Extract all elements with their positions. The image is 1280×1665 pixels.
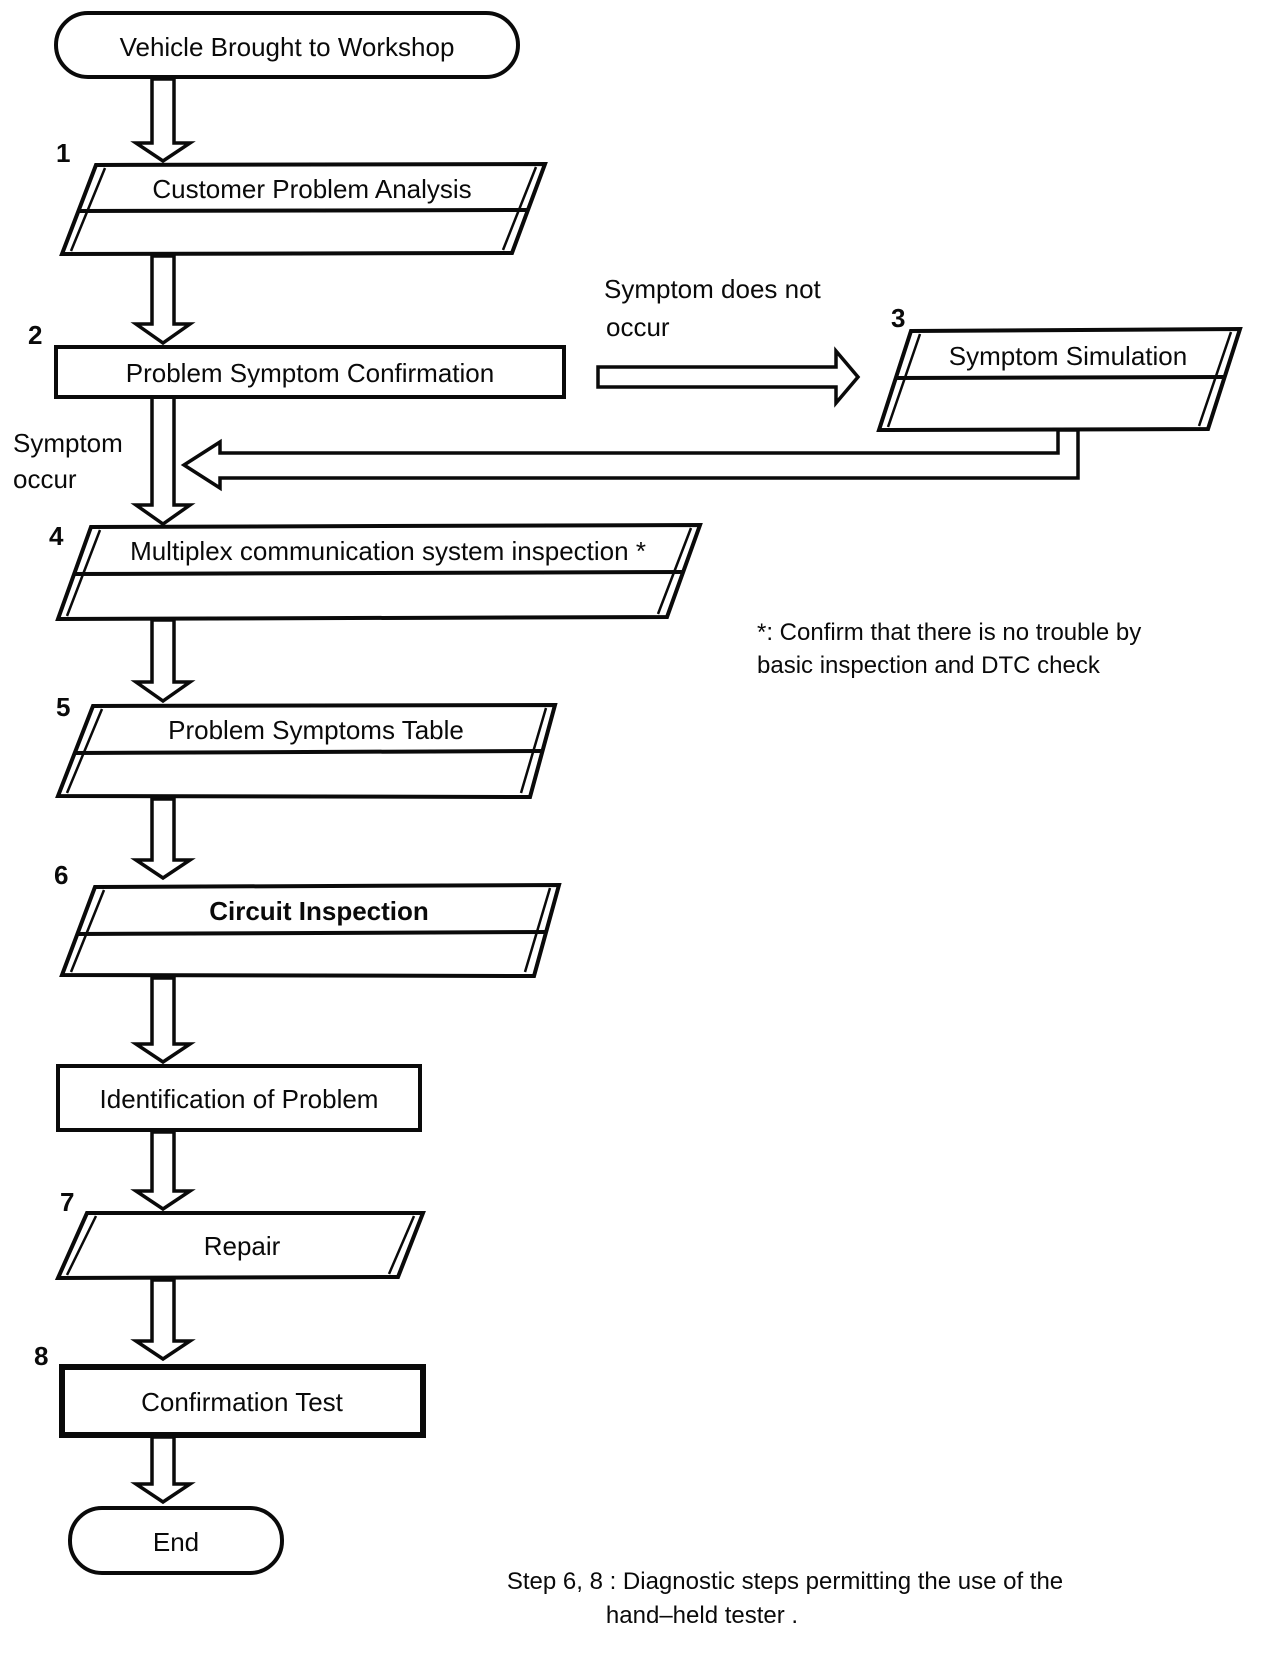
step1-label: Customer Problem Analysis (152, 174, 471, 204)
node-step6-parallelogram (59, 882, 562, 979)
edge-step6-to-identification-arrow (130, 976, 196, 1065)
branch-occur-label-line1: Symptom (13, 428, 123, 458)
step2-label: Problem Symptom Confirmation (126, 358, 494, 388)
edge-step7-to-step8-arrow (130, 1278, 196, 1362)
node-step6-left-slash (69, 889, 106, 973)
step3-label: Symptom Simulation (949, 341, 1187, 371)
node-step7-left-slash (65, 1215, 98, 1276)
node-step4-divider (73, 570, 685, 576)
node-step2-rectangle (54, 345, 566, 399)
node-step1-left-slash (69, 167, 107, 252)
end-terminal-label: End (153, 1527, 199, 1557)
node-step3-divider (894, 375, 1225, 380)
edge-step2-to-step3-arrow (596, 346, 861, 408)
edge-start-to-step1-arrow (130, 77, 196, 164)
step6-number: 6 (54, 860, 68, 890)
footnote-line2: basic inspection and DTC check (757, 652, 1101, 679)
node-step6-divider (76, 930, 547, 936)
step7-number: 7 (60, 1187, 74, 1217)
node-step8-rectangle (59, 1364, 426, 1438)
node-step4-right-slash (656, 527, 693, 615)
step2-number: 2 (28, 320, 42, 350)
step4-label: Multiplex communication system inspectio… (130, 536, 646, 566)
step8-number: 8 (34, 1341, 48, 1371)
step5-label: Problem Symptoms Table (168, 715, 464, 745)
node-step7-parallelogram (54, 1211, 426, 1281)
edge-identification-to-step7-arrow (130, 1130, 196, 1212)
edge-step4-to-step5-arrow (130, 618, 196, 704)
node-step5-left-slash (65, 708, 104, 794)
node-step6-right-slash (523, 887, 552, 973)
node-step7-right-slash (387, 1215, 416, 1275)
step7-label: Repair (204, 1231, 281, 1261)
identification-label: Identification of Problem (100, 1084, 379, 1114)
node-end-terminal (68, 1506, 284, 1575)
branch-occur-label-line2: occur (13, 464, 77, 494)
step1-number: 1 (56, 138, 70, 168)
step3-number: 3 (891, 303, 905, 333)
edge-simulation-return-arrow (180, 428, 1080, 492)
edge-step2-to-step4-arrow (130, 395, 196, 527)
branch-no-occur-label-line2: occur (606, 312, 670, 342)
caption-line1: Step 6, 8 : Diagnostic steps permitting … (507, 1568, 1063, 1595)
step5-number: 5 (56, 692, 70, 722)
node-step3-left-slash (886, 333, 922, 428)
node-step1-right-slash (501, 166, 538, 251)
node-step3-right-slash (1197, 331, 1233, 427)
step8-label: Confirmation Test (141, 1387, 344, 1417)
node-identification-rectangle (56, 1064, 422, 1132)
node-step1-divider (77, 208, 528, 213)
step6-label: Circuit Inspection (209, 896, 429, 926)
caption-line2: hand–held tester . (606, 1602, 798, 1629)
branch-no-occur-label-line1: Symptom does not (604, 274, 822, 304)
edge-step8-to-end-arrow (130, 1435, 196, 1505)
edge-step1-to-step2-arrow (130, 254, 196, 346)
start-terminal-label: Vehicle Brought to Workshop (120, 32, 455, 62)
step4-number: 4 (49, 521, 64, 551)
edge-step5-to-step6-arrow (130, 797, 196, 881)
node-step5-divider (74, 749, 543, 755)
node-step5-right-slash (519, 707, 548, 794)
footnote-line1: *: Confirm that there is no trouble by (757, 619, 1141, 646)
node-step4-left-slash (65, 529, 102, 617)
node-start-terminal (54, 11, 520, 79)
